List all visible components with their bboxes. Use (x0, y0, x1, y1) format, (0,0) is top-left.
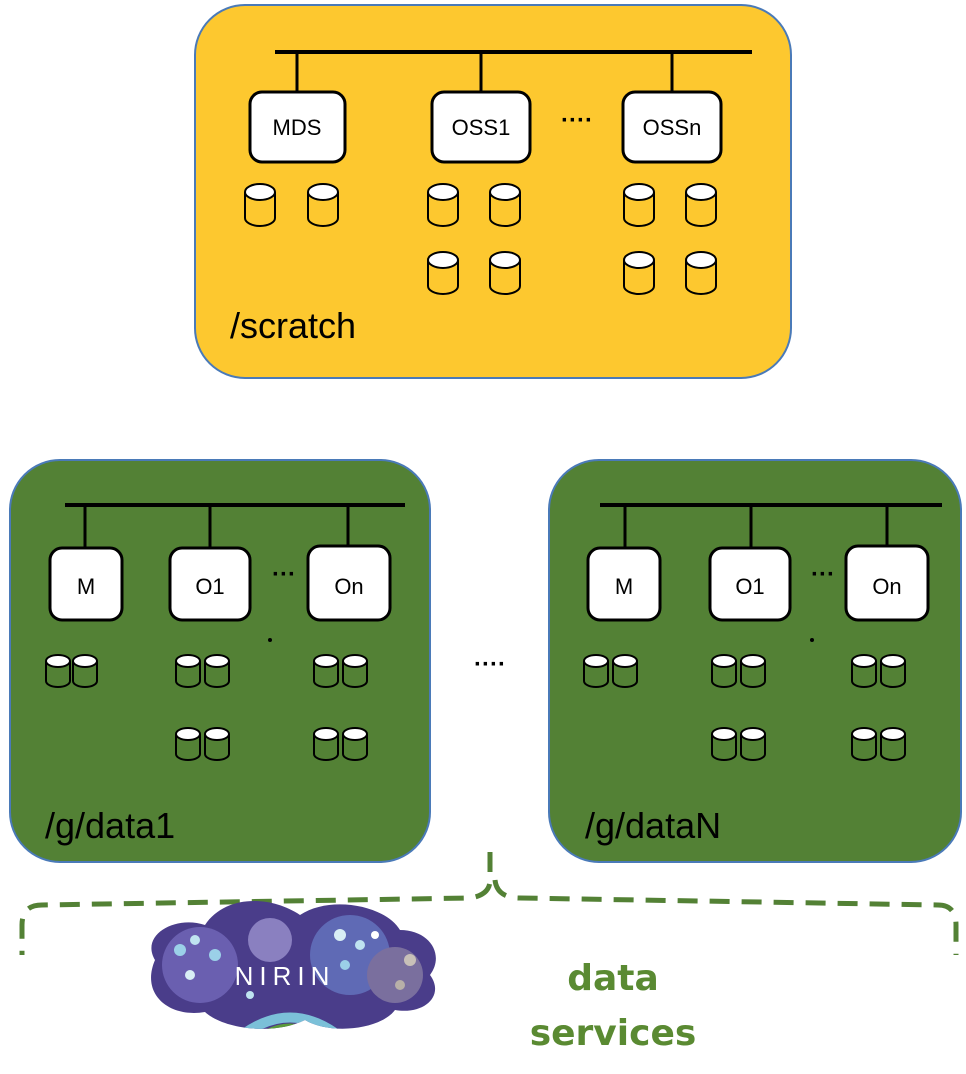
dataN-filesystem: M O1 ··· On /g/dataN (548, 459, 962, 863)
node-ossn: OSSn (621, 90, 723, 164)
data1-filesystem: M O1 ··· On /g/data1 (9, 459, 431, 863)
node-m: M (586, 546, 662, 622)
dataN-label: /g/dataN (585, 805, 721, 846)
services-label-line1: data (567, 958, 659, 999)
node-on: On (844, 544, 930, 622)
services-label-line2: services (530, 1013, 697, 1054)
node-o1: O1 (708, 546, 792, 622)
node-m: M (48, 546, 124, 622)
node-label: M (77, 574, 95, 599)
scratch-filesystem: MDS OSS1 ···· OSSn /scratch (194, 4, 792, 379)
nodes-ellipsis: ···· (561, 107, 593, 134)
node-label: OSSn (643, 115, 702, 140)
data1-label: /g/data1 (45, 805, 175, 846)
node-oss1: OSS1 (430, 90, 532, 164)
node-label: O1 (195, 574, 224, 599)
nirin-logo-text: NIRIN (235, 961, 336, 991)
nodes-ellipsis: ··· (811, 561, 835, 588)
node-label: On (334, 574, 363, 599)
node-label: MDS (273, 115, 322, 140)
node-mds: MDS (248, 90, 347, 164)
node-label: M (615, 574, 633, 599)
node-label: On (872, 574, 901, 599)
nirin-logo: NIRIN (151, 901, 436, 1029)
node-on: On (306, 544, 392, 622)
node-label: O1 (735, 574, 764, 599)
filesystems-ellipsis: ···· (474, 651, 506, 678)
scratch-label: /scratch (230, 305, 356, 346)
nodes-ellipsis: ··· (272, 561, 296, 588)
node-label: OSS1 (452, 115, 511, 140)
node-o1: O1 (168, 546, 252, 622)
